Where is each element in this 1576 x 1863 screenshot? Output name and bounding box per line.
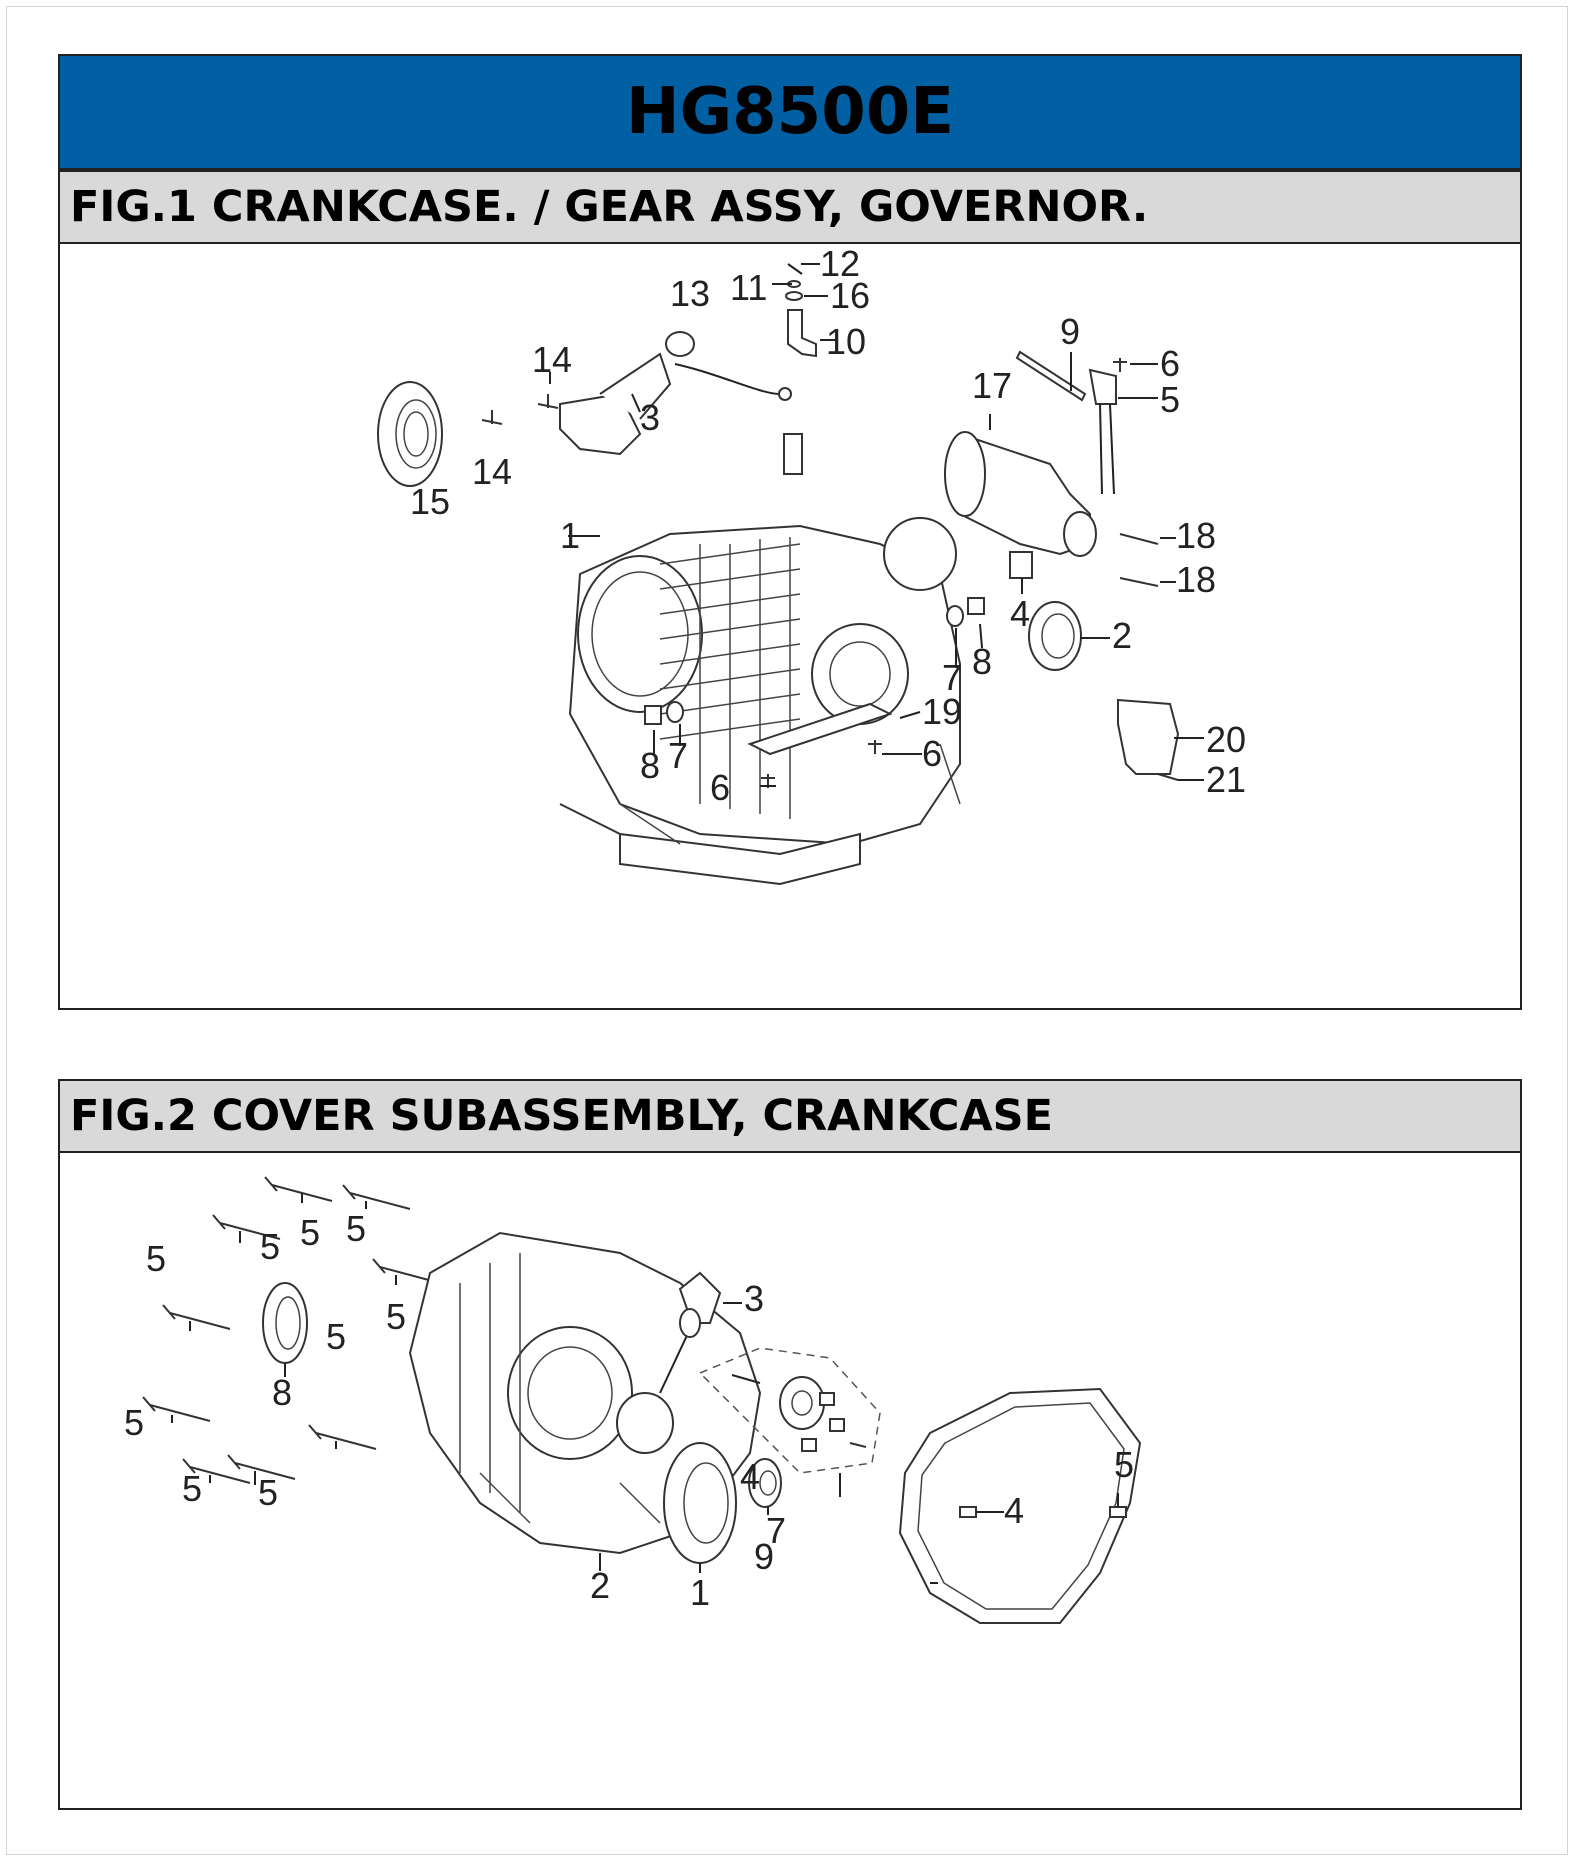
fig1-callout-5: 5 <box>1160 379 1180 420</box>
fig2-callout-4-mid: 4 <box>1004 1490 1024 1531</box>
fig2-callout-6: 1 <box>690 1572 710 1613</box>
fig2-callout-5-b: 5 <box>146 1238 166 1279</box>
fig2-callout-5-a: 5 <box>260 1226 280 1267</box>
fig1-callout-12: 12 <box>820 244 860 284</box>
fig1-callout-13: 13 <box>670 273 710 314</box>
fig2-callout-5-c: 5 <box>300 1212 320 1253</box>
fig1-callout-6-mid: 6 <box>922 733 942 774</box>
fig1-title: FIG.1 CRANKCASE. / GEAR ASSY, GOVERNOR. <box>70 182 1149 232</box>
part-9-bearing <box>748 1458 782 1508</box>
part-6-bearing <box>663 1442 737 1564</box>
fig1-callout-4: 4 <box>1010 593 1030 634</box>
part-8-plug-b <box>644 705 662 725</box>
fig1-callout-1: 1 <box>560 515 580 556</box>
fig2-callout-1: 2 <box>590 1565 610 1606</box>
fig1-callout-10: 10 <box>826 321 866 362</box>
fig1-callout-18-top: 18 <box>1176 515 1216 556</box>
fig1-exploded-view: 12 11 16 13 10 9 6 14 3 17 5 15 14 1 18 … <box>377 244 1246 886</box>
fig1-callout-2: 2 <box>1112 615 1132 656</box>
fig2-callout-3: 3 <box>744 1278 764 1319</box>
fig1-diagram: 12 11 16 13 10 9 6 14 3 17 5 15 14 1 18 … <box>58 244 1522 1010</box>
fig2-callout-5-d: 5 <box>346 1208 366 1249</box>
fig1-callout-8-left: 8 <box>640 745 660 786</box>
fig1-callout-19: 19 <box>922 691 962 732</box>
fig2-callout-5-e: 5 <box>386 1296 406 1337</box>
part-2-seal <box>1028 601 1082 671</box>
part-9-rod <box>1015 350 1087 402</box>
fig1-callout-11: 11 <box>730 267 767 308</box>
part-5-bracket <box>1088 368 1117 495</box>
fig2-callout-5-g: 5 <box>124 1402 144 1443</box>
fig2-callout-4-top: 5 <box>1114 1444 1134 1485</box>
fig1-callout-9: 9 <box>1060 311 1080 352</box>
fig1-callout-14-top: 14 <box>532 339 572 380</box>
part-14-screw-a <box>537 394 559 409</box>
part-20-cover <box>1117 698 1180 775</box>
part-7-governor-assy <box>698 1347 881 1474</box>
fig2-callout-7: 4 <box>740 1456 760 1497</box>
part-3-ignition-coil <box>559 352 792 456</box>
part-17-starter-motor <box>944 431 1097 557</box>
model-title-bar: HG8500E <box>58 54 1522 170</box>
part-6-bolt-c <box>1113 358 1127 372</box>
part-18-bolts <box>1119 533 1159 587</box>
fig1-callout-18-bottom: 18 <box>1176 559 1216 600</box>
page-border <box>6 6 1568 1855</box>
part-14-screw-b <box>481 410 503 425</box>
fig2-callout-5-f: 5 <box>326 1316 346 1357</box>
fig1-callout-6-bottom: 6 <box>710 767 730 808</box>
part-10-governor-arm <box>785 263 817 358</box>
part-3-oil-sensor <box>659 1271 722 1394</box>
fig1-callout-21: 21 <box>1206 759 1246 800</box>
fig2-header: FIG.2 COVER SUBASSEMBLY, CRANKCASE <box>58 1079 1522 1153</box>
fig1-callout-16: 16 <box>830 275 870 316</box>
part-13-nut <box>665 331 695 357</box>
part-19-plate <box>747 702 893 756</box>
part-21-bolt <box>1157 773 1179 781</box>
fig1-callout-7-right: 7 <box>942 657 962 698</box>
fig1-callout-7-left: 7 <box>668 735 688 776</box>
crankcase-drawing <box>559 433 961 886</box>
fig2-title: FIG.2 COVER SUBASSEMBLY, CRANKCASE <box>70 1091 1053 1141</box>
fig1-callout-14-bottom: 14 <box>472 451 512 492</box>
part-4-key <box>1009 551 1033 579</box>
fig2-callout-2: 9 <box>754 1536 774 1577</box>
fig1-callout-6-top: 6 <box>1160 343 1180 384</box>
fig2-callout-9: 7 <box>766 1510 786 1551</box>
fig1-callout-3: 3 <box>640 397 660 438</box>
fig2-exploded-view: 5 5 5 5 5 3 5 8 5 5 5 5 4 4 7 9 2 1 <box>124 1176 1142 1624</box>
fig2-diagram: 5 5 5 5 5 3 5 8 5 5 5 5 4 4 7 9 2 1 <box>58 1153 1522 1810</box>
fig1-callout-20: 20 <box>1206 719 1246 760</box>
part-8-plug-a <box>967 597 985 615</box>
fig1-callout-17: 17 <box>972 365 1012 406</box>
fig2-callout-8: 8 <box>272 1372 292 1413</box>
fig1-callout-8-right: 8 <box>972 641 992 682</box>
part-6-bolt-a <box>868 740 882 754</box>
part-7-washer-b <box>666 701 684 723</box>
model-title: HG8500E <box>626 75 954 149</box>
fig2-callout-5-i: 5 <box>258 1472 278 1513</box>
part-7-washer-a <box>946 605 964 627</box>
part-4-dowel-b <box>1109 1506 1127 1518</box>
fig1-header: FIG.1 CRANKCASE. / GEAR ASSY, GOVERNOR. <box>58 170 1522 244</box>
part-15-bearing <box>377 381 443 487</box>
part-4-dowel-a <box>959 1506 977 1518</box>
part-2-gasket <box>898 1387 1142 1624</box>
fig2-callout-5-h: 5 <box>182 1468 202 1509</box>
fig1-callout-15: 15 <box>410 481 450 522</box>
